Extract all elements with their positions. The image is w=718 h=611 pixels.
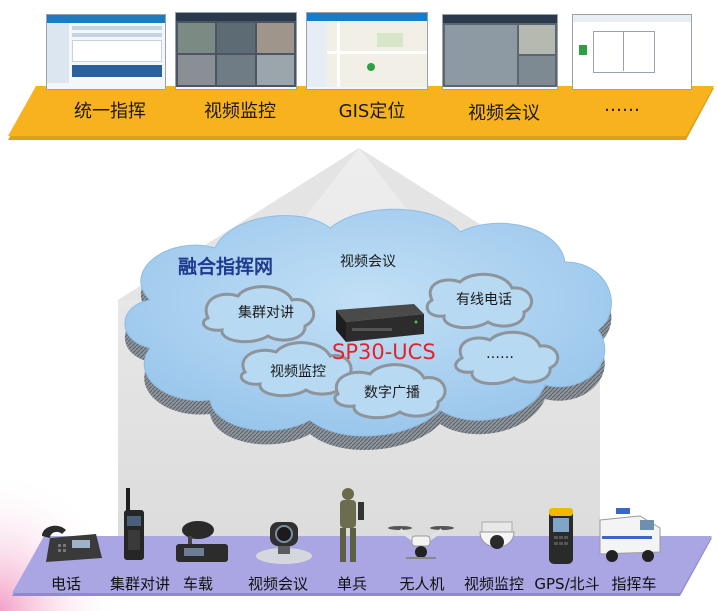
dome-camera-icon bbox=[479, 521, 515, 549]
walkie-talkie-icon bbox=[124, 488, 144, 560]
sp30-ucs-label: SP30-UCS bbox=[332, 340, 436, 364]
service-more: …… bbox=[486, 346, 514, 362]
applications-band bbox=[8, 86, 714, 140]
service-video-conference: 视频会议 bbox=[340, 254, 396, 270]
desk-phone-icon bbox=[42, 525, 102, 562]
app-label-more: …… bbox=[604, 95, 640, 116]
terminal-label-trunked-radio: 集群对讲 bbox=[109, 575, 170, 593]
command-dispatch-screenshot-icon bbox=[46, 14, 166, 90]
conference-camera-icon bbox=[256, 522, 312, 564]
app-label-video-surveillance: 视频监控 bbox=[204, 101, 276, 122]
video-conference-screenshot-icon bbox=[442, 14, 558, 90]
video-surveillance-screenshot-icon bbox=[175, 12, 297, 90]
terminal-label-gps-beidou: GPS/北斗 bbox=[534, 575, 600, 593]
terminal-label-soldier: 单兵 bbox=[336, 575, 367, 593]
drone-icon bbox=[388, 526, 454, 559]
terminal-label-phone: 电话 bbox=[50, 575, 81, 593]
gis-map-screenshot-icon bbox=[306, 12, 428, 90]
rugged-phone-icon bbox=[549, 508, 573, 564]
service-video-surveillance: 视频监控 bbox=[270, 364, 326, 380]
terminal-label-drone: 无人机 bbox=[399, 575, 445, 593]
app-label-video-conference: 视频会议 bbox=[468, 103, 540, 124]
vehicle-radio-icon bbox=[176, 521, 228, 562]
terminal-label-video-surveillance: 视频监控 bbox=[463, 575, 524, 593]
service-trunked-radio: 集群对讲 bbox=[238, 305, 294, 321]
terminal-label-video-conference: 视频会议 bbox=[247, 575, 308, 593]
terminal-label-vehicle: 车载 bbox=[182, 575, 213, 593]
service-wired-phone: 有线电话 bbox=[456, 292, 512, 308]
sp30-ucs-server-icon bbox=[336, 304, 424, 342]
soldier-icon bbox=[340, 488, 364, 562]
floor-plan-screenshot-icon bbox=[572, 14, 692, 90]
service-digital-broadcast: 数字广播 bbox=[364, 385, 420, 401]
terminal-label-command-vehicle: 指挥车 bbox=[611, 575, 657, 593]
command-vehicle-icon bbox=[599, 508, 661, 562]
network-title: 融合指挥网 bbox=[178, 256, 274, 278]
app-label-command: 统一指挥 bbox=[74, 101, 146, 122]
app-label-gis: GIS定位 bbox=[338, 101, 406, 122]
